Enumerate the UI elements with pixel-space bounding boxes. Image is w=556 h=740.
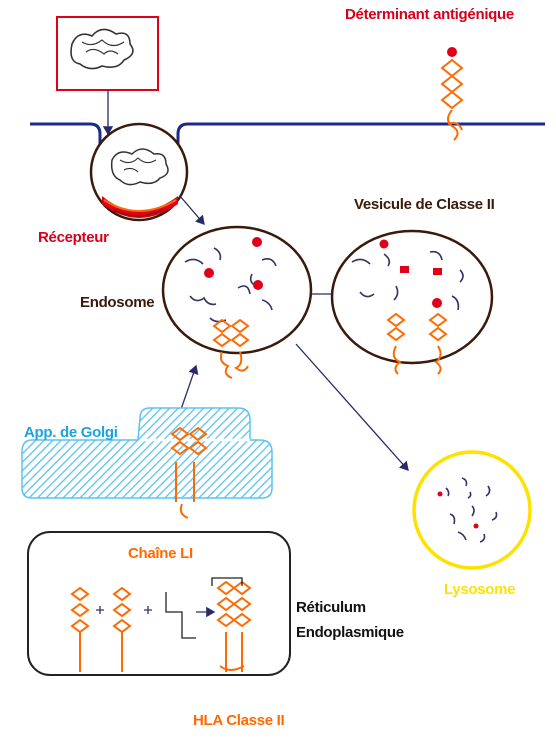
antigenic-determinant-label: Déterminant antigénique [345, 6, 514, 23]
antigen-box [57, 17, 158, 90]
antigenic-peptide [447, 47, 457, 57]
class-ii-vesicle-label: Vesicule de Classe II [354, 196, 494, 213]
reticulum-label-line1: Réticulum [296, 599, 366, 616]
golgi-shape [22, 408, 272, 498]
receptor-label: Récepteur [38, 229, 109, 246]
arrow-to-lysosome [296, 344, 408, 470]
reticulum-label-line2: Endoplasmique [296, 624, 404, 641]
golgi-label: App. de Golgi [24, 424, 118, 441]
hla-class-ii-label: HLA Classe II [193, 712, 284, 729]
endosome-shape [163, 227, 311, 353]
lysosome-label: Lysosome [444, 581, 515, 598]
surface-hla-molecule [442, 60, 462, 140]
lysosome-shape [414, 452, 530, 568]
li-chain-label: Chaîne LI [128, 545, 193, 562]
arrow-to-endosome [180, 196, 204, 224]
class-ii-vesicle-shape [332, 231, 492, 363]
endosome-label: Endosome [80, 294, 154, 311]
